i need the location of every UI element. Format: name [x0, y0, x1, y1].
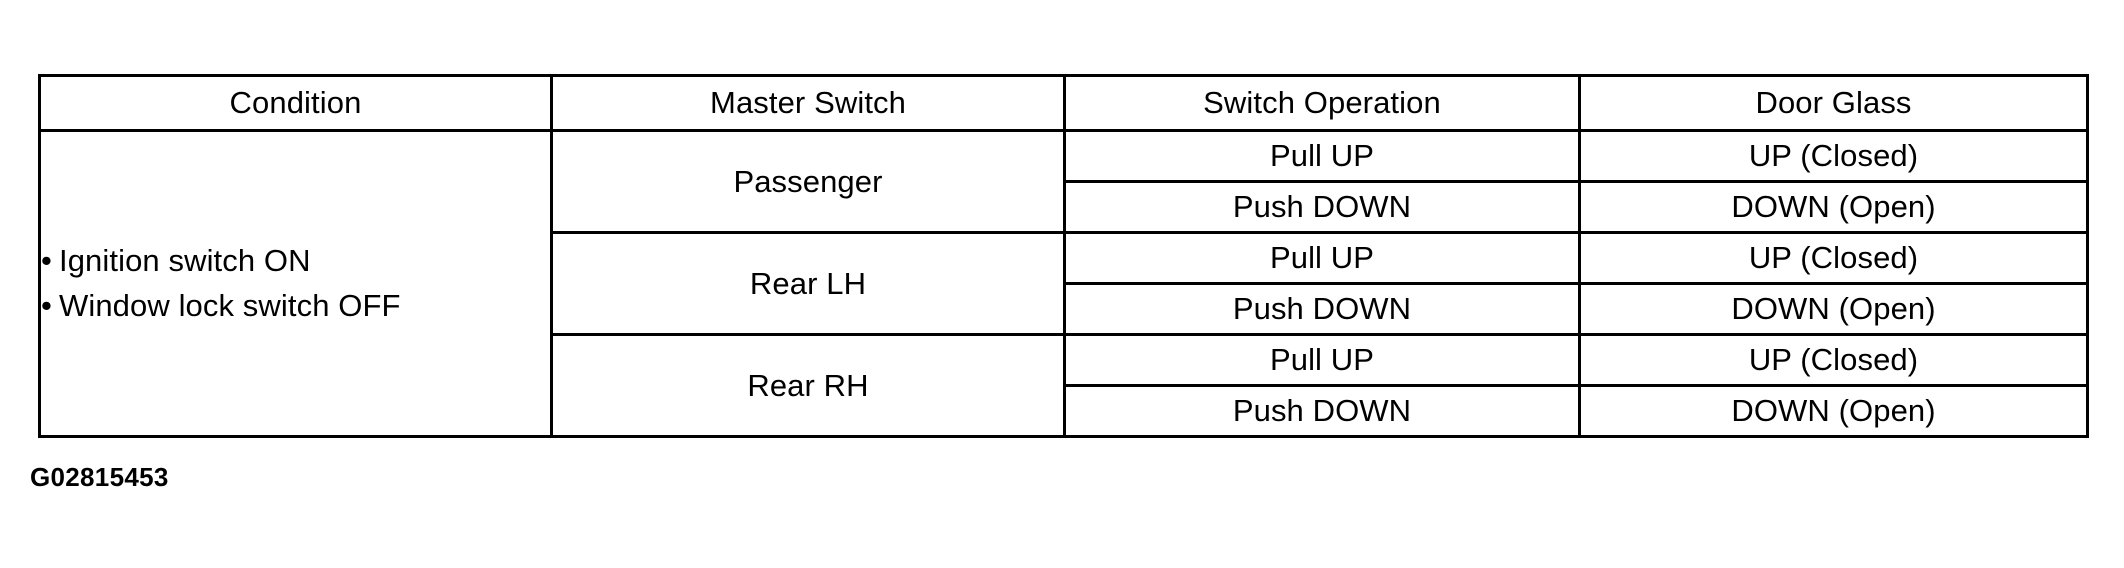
- door-glass-cell: UP (Closed): [1578, 129, 2089, 183]
- switch-operation-cell: Push DOWN: [1063, 180, 1581, 234]
- door-glass-cell: UP (Closed): [1578, 333, 2089, 387]
- switch-operation-cell: Push DOWN: [1063, 282, 1581, 336]
- figure-caption: G02815453: [30, 462, 169, 492]
- switch-operation-cell: Pull UP: [1063, 231, 1581, 285]
- condition-bullet-list: •Ignition switch ON •Window lock switch …: [41, 239, 550, 327]
- switch-operation-cell: Push DOWN: [1063, 384, 1581, 438]
- list-item: •Window lock switch OFF: [41, 284, 550, 328]
- table-header: Condition Master Switch Switch Operation…: [38, 74, 2089, 132]
- column-header-master-switch: Master Switch: [550, 74, 1066, 132]
- table-row: •Ignition switch ON •Window lock switch …: [38, 129, 2089, 438]
- door-glass-cell: UP (Closed): [1578, 231, 2089, 285]
- switch-operation-cell: Pull UP: [1063, 333, 1581, 387]
- bullet-icon: •: [41, 243, 52, 279]
- bullet-icon: •: [41, 287, 52, 323]
- list-item: •Ignition switch ON: [41, 239, 550, 283]
- table-row: Push DOWN DOWN (Open): [40, 180, 2089, 234]
- table-header-row: Condition Master Switch Switch Operation…: [38, 74, 2089, 132]
- switch-operation-cell: Pull UP: [1063, 129, 1581, 183]
- table-row: Rear LH Pull UP UP (Closed): [40, 231, 2089, 336]
- column-header-condition: Condition: [38, 74, 553, 132]
- condition-line-text: Ignition switch ON: [59, 243, 311, 279]
- condition-line-text: Window lock switch OFF: [59, 287, 401, 323]
- table-row: Rear RH Pull UP UP (Closed): [40, 333, 2089, 438]
- master-switch-cell-rear-lh: Rear LH: [550, 231, 1066, 336]
- door-glass-cell: DOWN (Open): [1578, 180, 2089, 234]
- table-body: •Ignition switch ON •Window lock switch …: [38, 129, 2089, 438]
- power-window-operation-table: Condition Master Switch Switch Operation…: [38, 74, 2089, 438]
- column-header-switch-operation: Switch Operation: [1063, 74, 1581, 132]
- spec-table-container: Condition Master Switch Switch Operation…: [38, 74, 2089, 438]
- master-switch-cell-passenger: Passenger: [550, 129, 1066, 234]
- condition-cell: •Ignition switch ON •Window lock switch …: [38, 129, 553, 438]
- table-row: Push DOWN DOWN (Open): [40, 384, 2089, 438]
- master-switch-cell-rear-rh: Rear RH: [550, 333, 1066, 438]
- door-glass-cell: DOWN (Open): [1578, 384, 2089, 438]
- door-glass-cell: DOWN (Open): [1578, 282, 2089, 336]
- table-row: Push DOWN DOWN (Open): [40, 282, 2089, 336]
- column-header-door-glass: Door Glass: [1578, 74, 2089, 132]
